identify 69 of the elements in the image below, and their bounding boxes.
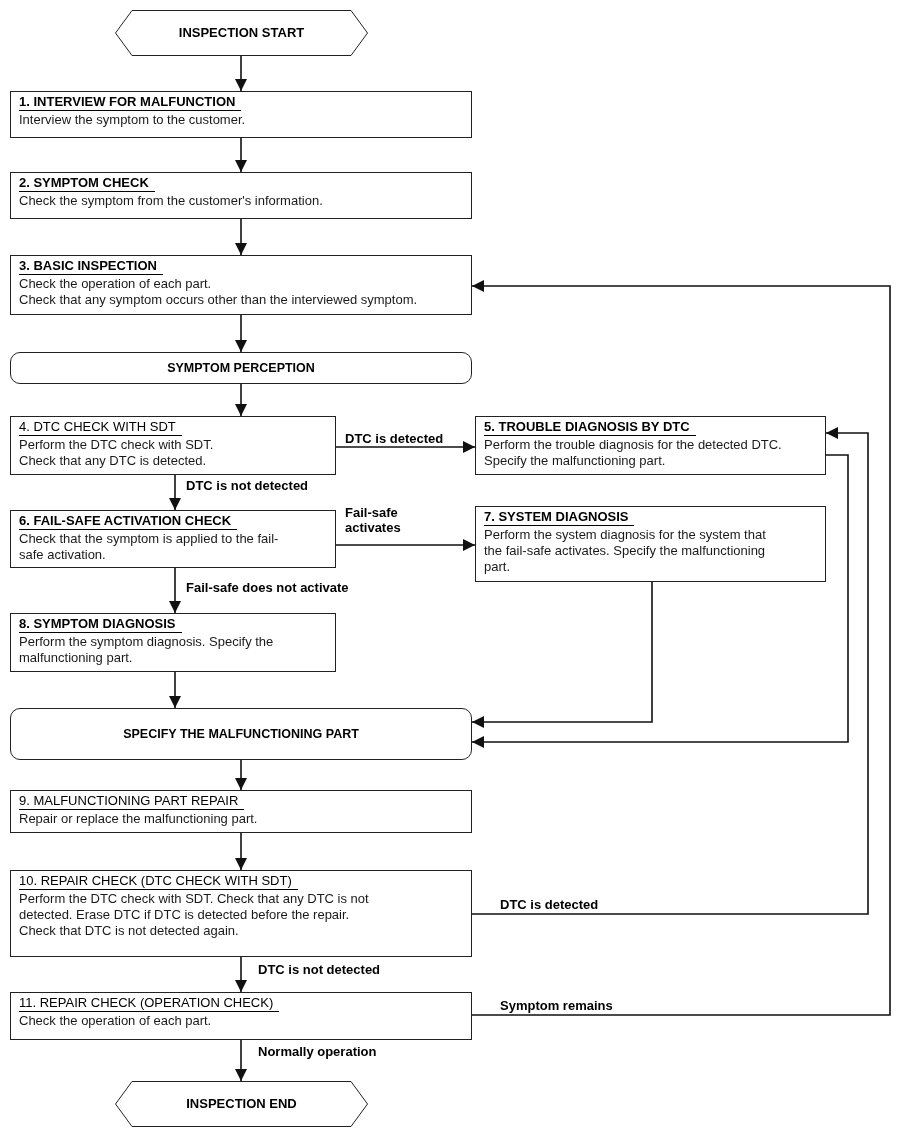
flow-arrow <box>169 671 181 709</box>
terminal-label: INSPECTION END <box>186 1096 297 1112</box>
edge-label: Symptom remains <box>500 998 613 1013</box>
edge-label: DTC is detected <box>500 897 599 912</box>
process-box <box>10 613 336 672</box>
flow-arrow <box>235 55 247 92</box>
flow-arrow <box>235 383 247 417</box>
step-description: Check that any DTC is detected. <box>19 453 208 469</box>
step-description: Check that any symptom occurs other than the interviewed symptom. <box>19 292 419 308</box>
step-description: Perform the DTC check with SDT. Check that any DTC is not detected. Erase DTC if DTC is detected before the repair. Check that DTC is not detected again. <box>19 891 370 939</box>
flow-arrow <box>235 314 247 353</box>
process-box <box>10 870 472 957</box>
edge-label: DTC is not detected <box>258 962 381 977</box>
step-heading: 7. SYSTEM DIAGNOSIS <box>484 509 635 526</box>
flow-arrow <box>471 280 891 1016</box>
step-heading: 10. REPAIR CHECK (DTC CHECK WITH SDT) <box>19 873 298 890</box>
step-description: Perform the trouble diagnosis for the detected DTC. <box>484 437 783 453</box>
step-description: Interview the symptom to the customer. <box>19 112 247 128</box>
step-heading: 5. TROUBLE DIAGNOSIS BY DTC <box>484 419 696 436</box>
step-description: Check the operation of each part. <box>19 276 213 292</box>
process-box <box>10 416 336 475</box>
step-description: Check that the symptom is applied to the fail-safe activation. <box>19 531 280 563</box>
step-description: Check the operation of each part. <box>19 1013 213 1029</box>
terminal-hexagon <box>115 1081 368 1127</box>
flow-arrow <box>471 581 653 728</box>
process-box <box>475 506 826 582</box>
step-heading: 8. SYMPTOM DIAGNOSIS <box>19 616 182 633</box>
flow-arrow <box>235 956 247 993</box>
process-box <box>10 172 472 219</box>
edge-label: Normally operation <box>258 1044 377 1059</box>
stage-bar <box>10 352 472 384</box>
flow-arrow <box>235 218 247 256</box>
flow-arrow <box>335 539 476 551</box>
flow-arrow <box>471 454 849 748</box>
edge-label: Fail-safe does not activate <box>186 580 349 595</box>
process-box <box>10 510 336 568</box>
process-box <box>10 790 472 833</box>
terminal-hexagon <box>115 10 368 56</box>
edge-label: DTC is not detected <box>186 478 309 493</box>
terminal-label: INSPECTION START <box>178 25 305 41</box>
process-box <box>475 416 826 475</box>
flow-arrow <box>169 567 181 614</box>
step-description: Perform the symptom diagnosis. Specify the malfunctioning part. <box>19 634 275 666</box>
edge-label: DTC is detected <box>345 431 444 446</box>
step-heading: 11. REPAIR CHECK (OPERATION CHECK) <box>19 995 280 1012</box>
process-box <box>10 992 472 1040</box>
step-heading: 6. FAIL-SAFE ACTIVATION CHECK <box>19 513 238 530</box>
stage-label: SPECIFY THE MALFUNCTIONING PART <box>123 726 359 742</box>
step-description: Repair or replace the malfunctioning part. <box>19 811 259 827</box>
flow-arrow <box>235 1039 247 1082</box>
process-box <box>10 91 472 138</box>
step-description: Perform the DTC check with SDT. <box>19 437 215 453</box>
step-heading: 2. SYMPTOM CHECK <box>19 175 155 192</box>
step-heading: 3. BASIC INSPECTION <box>19 258 163 275</box>
step-description: Specify the malfunctioning part. <box>484 453 667 469</box>
step-heading: 4. DTC CHECK WITH SDT <box>19 419 182 436</box>
step-heading: 9. MALFUNCTIONING PART REPAIR <box>19 793 245 810</box>
step-heading: 1. INTERVIEW FOR MALFUNCTION <box>19 94 242 111</box>
stage-bar <box>10 708 472 760</box>
stage-label: SYMPTOM PERCEPTION <box>167 360 315 376</box>
flow-arrow <box>235 759 247 791</box>
flow-arrow <box>471 427 869 915</box>
flow-arrow <box>335 441 476 453</box>
process-box <box>10 255 472 315</box>
flow-arrow <box>169 474 181 511</box>
flow-arrow <box>235 137 247 173</box>
step-description: Check the symptom from the customer's information. <box>19 193 324 209</box>
flow-arrow <box>235 832 247 871</box>
step-description: Perform the system diagnosis for the system that the fail-safe activates. Specify the malfunctioning part. <box>484 527 767 575</box>
